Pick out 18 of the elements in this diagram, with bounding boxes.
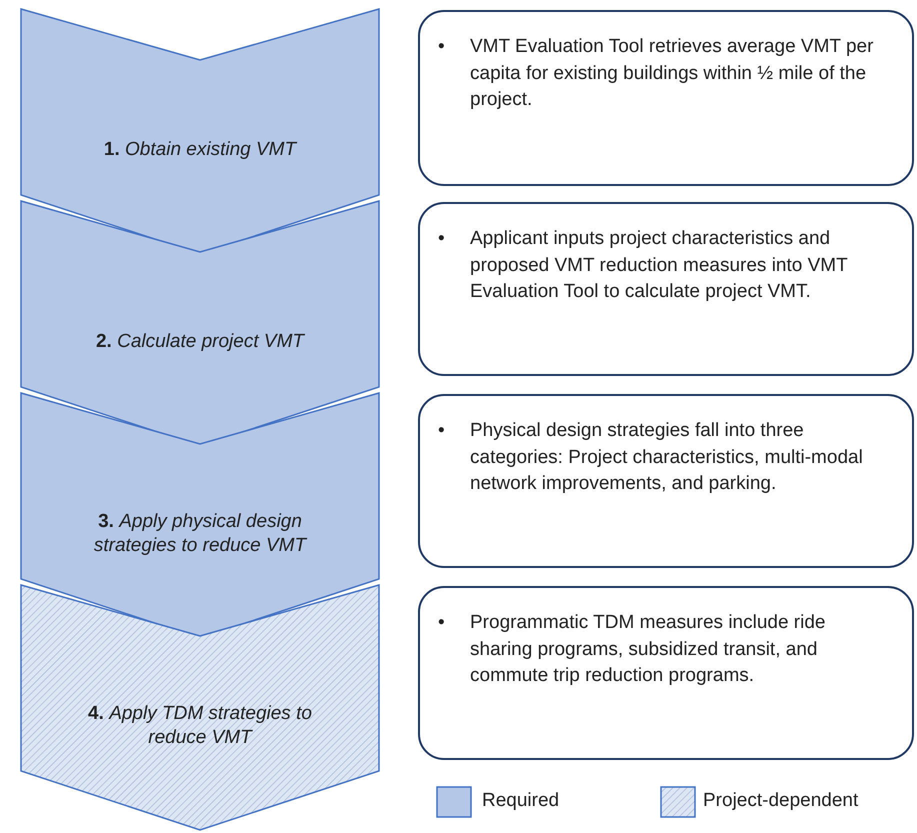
description-box: [418, 586, 914, 760]
description-box: [418, 10, 914, 186]
step-label: 4. Apply TDM strategies to reduce VMT: [87, 702, 313, 750]
bullet-marker: •: [438, 611, 446, 635]
step-label: 2. Calculate project VMT: [94, 330, 306, 354]
description-box: [418, 202, 914, 376]
bullet-marker: •: [438, 419, 446, 443]
description-box: [418, 394, 914, 568]
legend-label: Project-dependent: [703, 790, 858, 812]
bullet-marker: •: [438, 227, 446, 251]
bullet-marker: •: [438, 35, 446, 59]
bullet-text: VMT Evaluation Tool retrieves average VMT per capita for existing buildings within ½ mile of the project.: [470, 35, 874, 112]
bullet-text: Physical design strategies fall into three categories: Project characteristics, multi-modal network improvements, and parking.: [470, 419, 864, 496]
bullet-text: Applicant inputs project characteristics and proposed VMT reduction measures into VMT Evaluation Tool to calculate project VMT.: [470, 227, 848, 304]
step-label: 3. Apply physical design strategies to reduce VMT: [92, 510, 308, 558]
bullet-text: Programmatic TDM measures include ride sharing programs, subsidized transit, and commute trip reduction programs.: [470, 611, 826, 688]
legend-label: Required: [482, 790, 560, 812]
step-label: 1. Obtain existing VMT: [102, 138, 298, 162]
